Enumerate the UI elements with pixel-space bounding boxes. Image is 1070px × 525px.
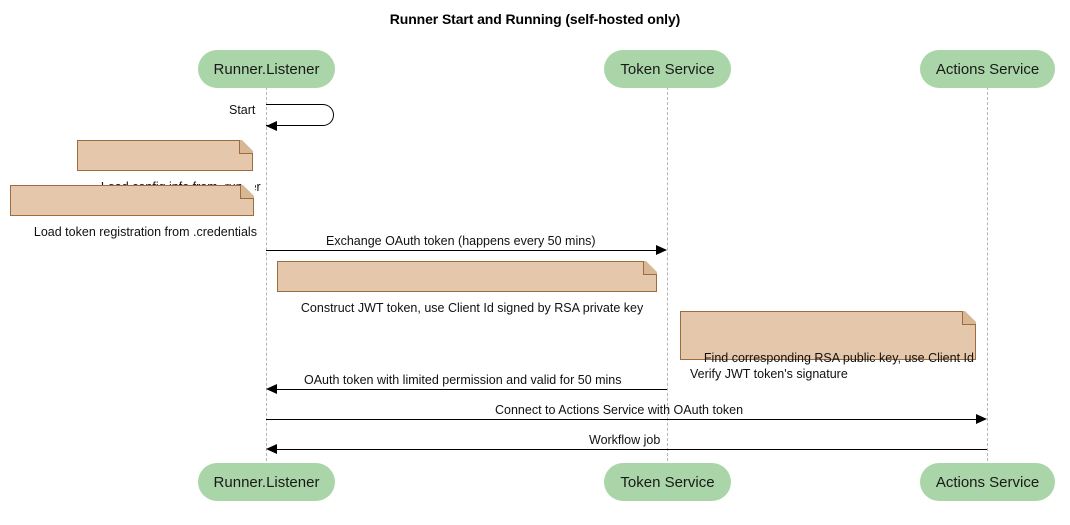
participant-runner-listener-bottom[interactable]: Runner.Listener [198,463,335,501]
participant-label: Token Service [620,473,715,491]
message-arrowhead-exchange-oauth-token [656,245,667,255]
participant-token-service-top[interactable]: Token Service [604,50,731,88]
participant-actions-service-bottom[interactable]: Actions Service [920,463,1055,501]
note-load-token-registration: Load token registration from .credential… [10,184,257,239]
note-construct-jwt-token: Construct JWT token, use Client Id signe… [277,260,658,315]
note-load-config-info: Load config info from .runner [77,139,261,194]
message-label-exchange-oauth-token: Exchange OAuth token (happens every 50 m… [326,234,596,248]
lifeline-token [667,87,668,461]
diagram-title: Runner Start and Running (self-hosted on… [389,11,681,27]
note-fold-corner-icon [240,184,255,199]
note-text: Construct JWT token, use Client Id signe… [300,301,644,315]
message-arrowhead-oauth-token-returned [266,384,277,394]
message-arrowhead-workflow-job [266,444,277,454]
participant-label: Token Service [620,60,715,78]
note-text: Load token registration from .credential… [33,225,257,239]
message-arrowhead-connect-to-actions-service [976,414,987,424]
message-line-connect-to-actions-service [266,419,976,420]
note-find-rsa-public-key: Find corresponding RSA public key, use C… [680,310,977,381]
participant-label: Actions Service [935,473,1040,491]
message-selfloop-start [266,104,334,126]
message-arrowhead-start [266,121,277,131]
note-fold-corner-icon [239,139,254,154]
participant-label: Actions Service [935,60,1040,78]
note-text: Find corresponding RSA public key, use C… [690,351,974,381]
message-label-oauth-token-returned: OAuth token with limited permission and … [304,373,622,387]
message-label-connect-to-actions-service: Connect to Actions Service with OAuth to… [495,403,744,417]
message-label-start: Start [229,103,256,117]
note-fold-corner-icon [962,310,977,325]
participant-actions-service-top[interactable]: Actions Service [920,50,1055,88]
message-line-exchange-oauth-token [266,250,656,251]
lifeline-runner [266,87,267,461]
participant-runner-listener-top[interactable]: Runner.Listener [198,50,335,88]
participant-token-service-bottom[interactable]: Token Service [604,463,731,501]
participant-label: Runner.Listener [213,60,320,78]
lifeline-actions [987,87,988,461]
message-label-workflow-job: Workflow job [589,433,661,447]
message-line-workflow-job [277,449,987,450]
note-fold-corner-icon [643,260,658,275]
message-line-oauth-token-returned [277,389,667,390]
participant-label: Runner.Listener [213,473,320,491]
